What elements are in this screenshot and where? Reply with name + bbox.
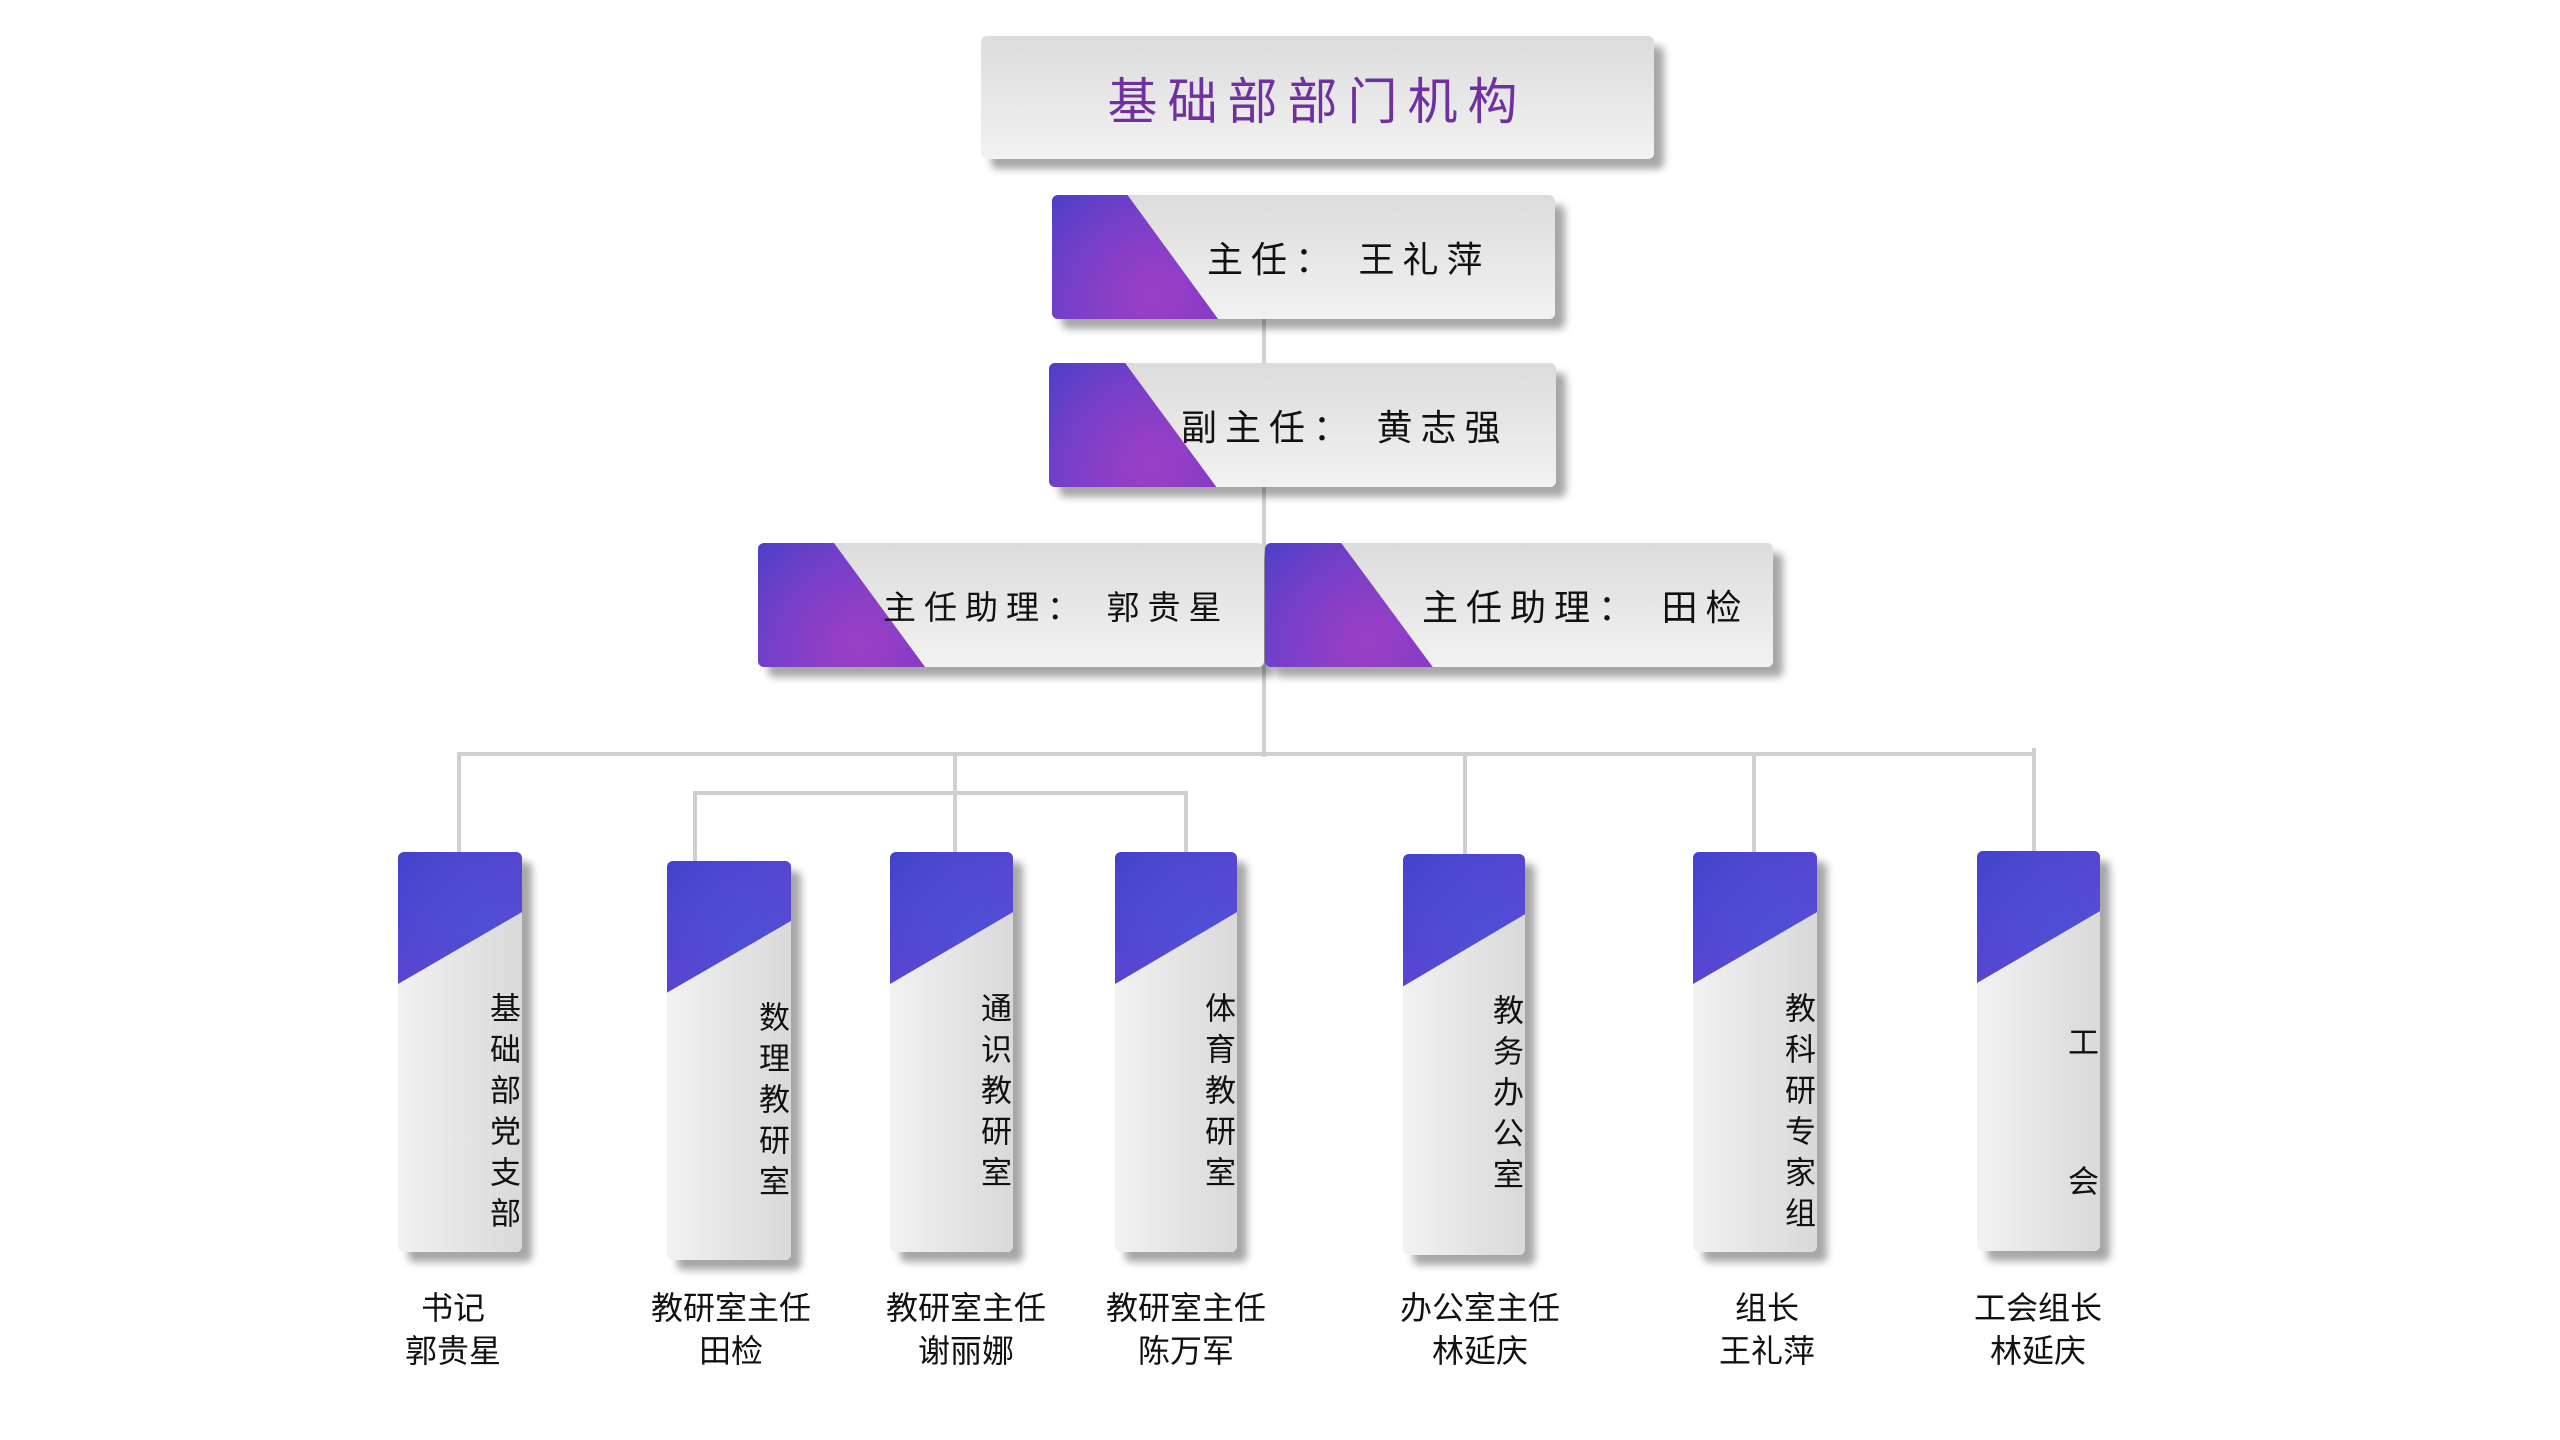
- connector-line: [1752, 752, 1756, 852]
- unit-person: 谢丽娜: [917, 1332, 1014, 1370]
- unit-role: 教研室主任: [885, 1289, 1046, 1327]
- unit-role: 工会组长: [1973, 1289, 2102, 1327]
- unit-box: 数理教研室: [667, 861, 791, 1260]
- unit-name: 基础部党支部: [484, 992, 520, 1238]
- unit-name: 工 会: [2062, 1026, 2098, 1232]
- unit-person: 郭贵星: [404, 1332, 501, 1370]
- connector-line: [2032, 748, 2036, 852]
- connector-line: [1184, 791, 1188, 852]
- unit-box: 基础部党支部: [398, 852, 522, 1252]
- assistant-box: 主任助理： 郭贵星: [758, 543, 1264, 667]
- org-title: 基础部部门机构: [1107, 72, 1528, 131]
- connector-line: [695, 791, 1188, 795]
- deputy-box: 副主任： 黄志强: [1049, 363, 1556, 487]
- connector-line: [953, 791, 957, 852]
- unit-box: 通识教研室: [890, 852, 1013, 1252]
- unit-role: 书记: [420, 1289, 485, 1327]
- unit-name: 教科研专家组: [1779, 992, 1815, 1238]
- unit-person: 王礼萍: [1718, 1332, 1815, 1370]
- director-label: 主任： 王礼萍: [1207, 240, 1491, 281]
- connector-line: [459, 752, 2035, 756]
- unit-role: 教研室主任: [650, 1289, 811, 1327]
- director-box: 主任： 王礼萍: [1052, 195, 1555, 319]
- unit-box: 教务办公室: [1403, 854, 1525, 1255]
- unit-caption: 工会组长林延庆: [1908, 1287, 2168, 1373]
- unit-person: 林延庆: [1989, 1332, 2086, 1370]
- unit-box: 教科研专家组: [1693, 852, 1817, 1252]
- unit-name: 通识教研室: [975, 992, 1011, 1197]
- unit-caption: 教研室主任谢丽娜: [836, 1287, 1096, 1373]
- unit-role: 办公室主任: [1399, 1289, 1560, 1327]
- connector-line: [1262, 319, 1266, 757]
- assistant-label: 主任助理： 田检: [1422, 588, 1750, 629]
- unit-caption: 教研室主任陈万军: [1056, 1287, 1316, 1373]
- unit-person: 林延庆: [1431, 1332, 1528, 1370]
- org-title-box: 基础部部门机构: [981, 36, 1654, 159]
- connector-line: [953, 752, 957, 794]
- unit-role: 组长: [1734, 1289, 1799, 1327]
- connector-line: [457, 752, 461, 852]
- unit-box: 体育教研室: [1115, 852, 1237, 1252]
- unit-caption: 教研室主任田检: [601, 1287, 861, 1373]
- unit-name: 教务办公室: [1487, 994, 1523, 1199]
- unit-name: 数理教研室: [753, 1001, 789, 1206]
- unit-caption: 办公室主任林延庆: [1350, 1287, 1610, 1373]
- connector-line: [693, 791, 697, 861]
- deputy-label: 副主任： 黄志强: [1181, 408, 1509, 449]
- assistant-label: 主任助理： 郭贵星: [883, 588, 1230, 627]
- assistant-box: 主任助理： 田检: [1265, 543, 1773, 667]
- unit-box: 工 会: [1977, 851, 2100, 1251]
- connector-line: [1463, 752, 1467, 854]
- unit-role: 教研室主任: [1105, 1289, 1266, 1327]
- unit-caption: 书记郭贵星: [323, 1287, 583, 1373]
- unit-name: 体育教研室: [1199, 992, 1235, 1197]
- unit-person: 陈万军: [1137, 1332, 1234, 1370]
- unit-person: 田检: [698, 1332, 763, 1370]
- unit-caption: 组长王礼萍: [1637, 1287, 1897, 1373]
